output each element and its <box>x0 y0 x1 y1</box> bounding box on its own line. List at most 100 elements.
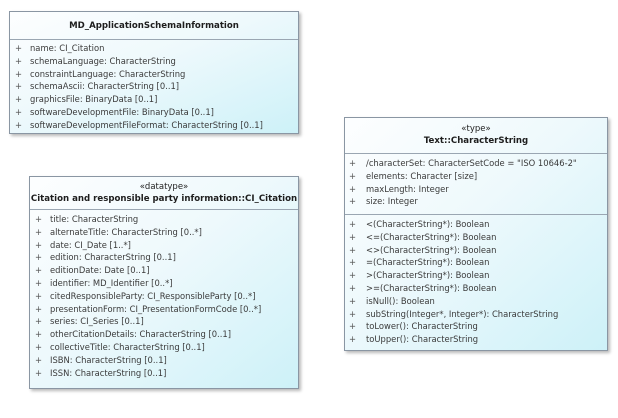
operation-row[interactable]: + >(CharacterString*): Boolean <box>345 269 607 282</box>
visibility-marker: + <box>349 231 357 242</box>
attribute-text: editionDate: Date [0..1] <box>50 265 150 276</box>
class-header: «type» Text::CharacterString <box>345 118 607 154</box>
class-name: Citation and responsible party informati… <box>30 194 298 204</box>
visibility-marker: + <box>349 219 357 229</box>
visibility-marker: + <box>349 183 357 194</box>
attribute-text: schemaAscii: CharacterString [0..1] <box>30 81 180 92</box>
visibility-marker: + <box>349 244 357 255</box>
operation-text: isNull(): Boolean <box>366 295 435 306</box>
operation-row[interactable]: +toLower(): CharacterString <box>345 320 607 333</box>
attribute-row[interactable]: + size: Integer <box>345 195 607 208</box>
attribute-row[interactable]: +identifier: MD_Identifier [0..*] <box>30 277 298 290</box>
attribute-text: title: CharacterString <box>50 214 139 224</box>
attribute-text: size: Integer <box>366 196 418 207</box>
attribute-row[interactable]: +softwareDevelopmentFile: BinaryData [0.… <box>10 106 298 119</box>
visibility-marker: + <box>35 277 43 288</box>
attribute-row[interactable]: +date: CI_Date [1..*] <box>30 239 298 252</box>
visibility-marker: + <box>15 68 23 79</box>
operation-text: =(CharacterString*): Boolean <box>366 257 490 268</box>
attribute-row[interactable]: + elements: Character [size] <box>345 170 607 183</box>
attribute-text: series: CI_Series [0..1] <box>50 316 144 327</box>
attributes-compartment: + /characterSet: CharacterSetCode = "ISO … <box>345 154 607 214</box>
operation-row[interactable]: +<=(CharacterString*): Boolean <box>345 231 607 244</box>
operation-row[interactable]: + <>(CharacterString*): Boolean <box>345 244 607 257</box>
attribute-text: collectiveTitle: CharacterString [0..1] <box>50 341 205 352</box>
class-name: Text::CharacterString <box>423 136 529 146</box>
operation-row[interactable]: +subString(Integer*, Integer*): Characte… <box>345 308 607 321</box>
class-text-characterstring[interactable]: «type» Text::CharacterString + /character… <box>344 117 608 351</box>
operations-compartment: +<(CharacterString*): Boolean +<=(Charac… <box>345 214 607 346</box>
attribute-text: name: CI_Citation <box>30 43 105 53</box>
attribute-text: /characterSet: CharacterSetCode = "ISO 1… <box>366 158 577 168</box>
attribute-row[interactable]: + otherCitationDetails: CharacterString [… <box>30 328 298 341</box>
visibility-marker: + <box>349 158 357 168</box>
attribute-row[interactable]: + alternateTitle: CharacterString [0..*] <box>30 226 298 239</box>
attribute-row[interactable]: +schemaAscii: CharacterString [0..1] <box>10 80 298 93</box>
operation-row[interactable]: +>=(CharacterString*): Boolean <box>345 282 607 295</box>
attribute-row[interactable]: + presentationForm: CI_PresentationFormCo… <box>30 303 298 316</box>
attribute-row[interactable]: +collectiveTitle: CharacterString [0..1] <box>30 341 298 354</box>
visibility-marker: + <box>35 354 43 365</box>
attribute-row[interactable]: +softwareDevelopmentFileFormat: Characte… <box>10 119 298 132</box>
visibility-marker: + <box>35 239 43 250</box>
operation-row[interactable]: +=(CharacterString*): Boolean <box>345 256 607 269</box>
visibility-marker: + <box>349 196 357 207</box>
attribute-row[interactable]: +series: CI_Series [0..1] <box>30 315 298 328</box>
attribute-text: graphicsFile: BinaryData [0..1] <box>30 94 158 105</box>
visibility-marker: + <box>349 334 357 345</box>
visibility-marker: + <box>15 55 23 66</box>
class-md-application-schema-information[interactable]: MD_ApplicationSchemaInformation + name: C… <box>9 11 299 134</box>
class-stereotype: «datatype» <box>139 182 189 192</box>
attribute-row[interactable]: + title: CharacterString <box>30 213 298 226</box>
attribute-text: otherCitationDetails: CharacterString [0… <box>50 329 231 340</box>
attribute-text: ISBN: CharacterString [0..1] <box>50 354 167 365</box>
attribute-text: ISSN: CharacterString [0..1] <box>50 367 167 378</box>
attribute-row[interactable]: + ISBN: CharacterString [0..1] <box>30 354 298 367</box>
attribute-row[interactable]: +maxLength: Integer <box>345 183 607 196</box>
operation-text: <>(CharacterString*): Boolean <box>366 244 497 255</box>
operation-row[interactable]: + isNull(): Boolean <box>345 295 607 308</box>
class-header: MD_ApplicationSchemaInformation <box>10 12 298 40</box>
attribute-text: presentationForm: CI_PresentationFormCod… <box>50 303 262 314</box>
attribute-text: alternateTitle: CharacterString [0..*] <box>50 226 202 237</box>
attribute-text: edition: CharacterString [0..1] <box>50 252 176 263</box>
visibility-marker: + <box>35 290 43 301</box>
visibility-marker: + <box>349 295 357 306</box>
attribute-row[interactable]: + edition: CharacterString [0..1] <box>30 251 298 264</box>
visibility-marker: + <box>15 119 23 130</box>
visibility-marker: + <box>349 270 357 281</box>
operation-row[interactable]: + toUpper(): CharacterString <box>345 333 607 346</box>
visibility-marker: + <box>15 94 23 105</box>
class-stereotype: «type» <box>461 124 491 134</box>
attribute-row[interactable]: + schemaLanguage: CharacterString <box>10 55 298 68</box>
visibility-marker: + <box>349 308 357 319</box>
operation-text: >(CharacterString*): Boolean <box>366 270 490 281</box>
visibility-marker: + <box>349 321 357 332</box>
visibility-marker: + <box>35 226 43 237</box>
visibility-marker: + <box>35 303 43 314</box>
attribute-row[interactable]: + ISSN: CharacterString [0..1] <box>30 367 298 380</box>
class-header: «datatype» Citation and responsible part… <box>30 177 298 210</box>
visibility-marker: + <box>35 367 43 378</box>
attribute-text: citedResponsibleParty: CI_ResponsiblePar… <box>50 290 256 301</box>
visibility-marker: + <box>35 329 43 340</box>
attribute-row[interactable]: + graphicsFile: BinaryData [0..1] <box>10 93 298 106</box>
attribute-text: schemaLanguage: CharacterString <box>30 55 176 66</box>
attribute-row[interactable]: + citedResponsibleParty: CI_ResponsiblePa… <box>30 290 298 303</box>
attribute-text: elements: Character [size] <box>366 170 478 181</box>
visibility-marker: + <box>349 282 357 293</box>
attribute-row[interactable]: + constraintLanguage: CharacterString <box>10 68 298 81</box>
attribute-row[interactable]: + /characterSet: CharacterSetCode = "ISO … <box>345 157 607 170</box>
class-ci-citation[interactable]: «datatype» Citation and responsible part… <box>29 176 299 389</box>
attribute-row[interactable]: + name: CI_Citation <box>10 42 298 55</box>
visibility-marker: + <box>35 214 43 224</box>
operation-text: toUpper(): CharacterString <box>366 334 479 345</box>
attribute-row[interactable]: + editionDate: Date [0..1] <box>30 264 298 277</box>
attribute-text: constraintLanguage: CharacterString <box>30 68 186 79</box>
visibility-marker: + <box>35 252 43 263</box>
class-name: MD_ApplicationSchemaInformation <box>69 21 239 31</box>
visibility-marker: + <box>35 265 43 276</box>
visibility-marker: + <box>15 43 23 53</box>
visibility-marker: + <box>349 170 357 181</box>
operation-row[interactable]: +<(CharacterString*): Boolean <box>345 218 607 231</box>
